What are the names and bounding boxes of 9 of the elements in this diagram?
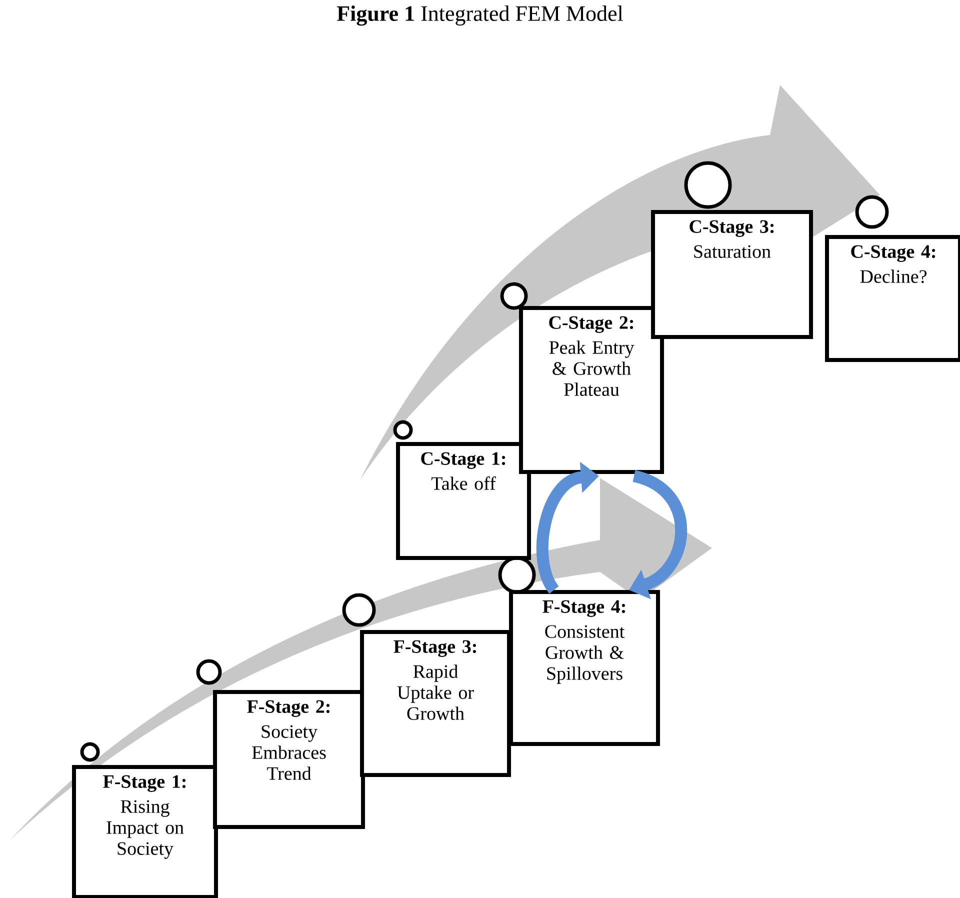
stage-box: F-Stage 2: Society Embraces Trend (213, 690, 365, 829)
figure-title: Figure 1 Integrated FEM Model (337, 6, 623, 26)
stage-box: F-Stage 4: Consistent Growth & Spillovers (509, 590, 660, 746)
stage-box: F-Stage 3: Rapid Uptake or Growth (360, 630, 511, 777)
stage-box: C-Stage 3: Saturation (651, 210, 813, 339)
stage-box: C-Stage 2: Peak Entry & Growth Plateau (519, 306, 664, 474)
stage-box: F-Stage 1: Rising Impact on Society (72, 765, 218, 898)
stage-box: C-Stage 4: Decline? (825, 235, 960, 362)
stage-box: C-Stage 1: Take off (396, 442, 531, 560)
